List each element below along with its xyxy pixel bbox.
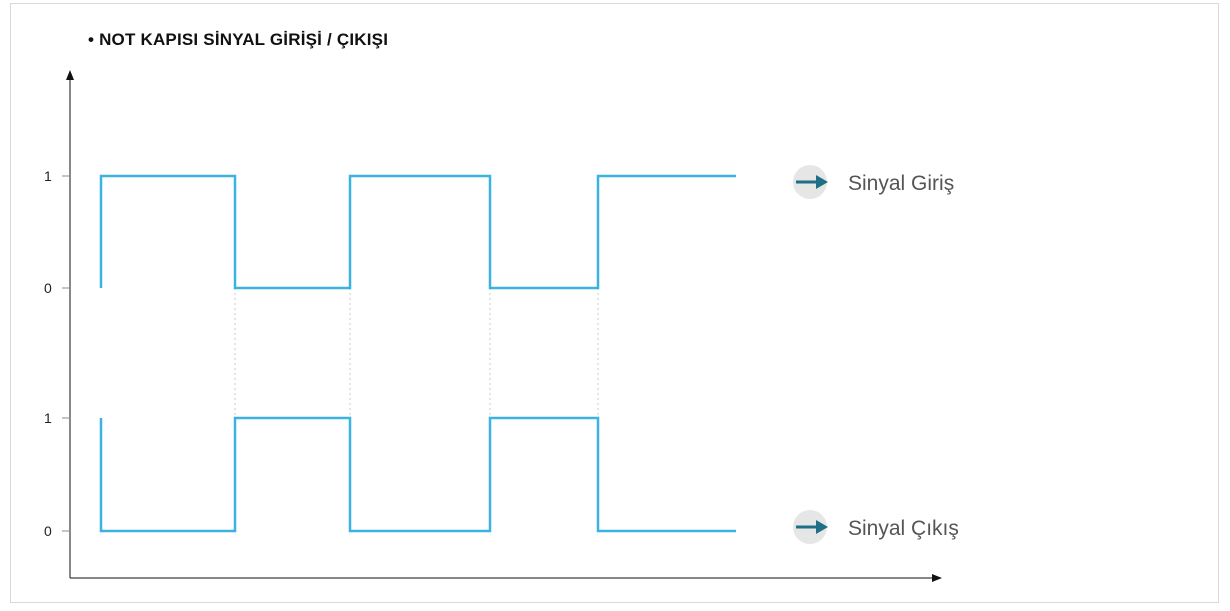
arrow-right-icon-head — [816, 175, 828, 189]
x-axis-arrow — [932, 574, 942, 582]
signal-output-wave — [99, 416, 736, 533]
y-axis-arrow — [66, 70, 74, 80]
transition-guides — [234, 288, 599, 418]
legend-label-output: Sinyal Çıkış — [848, 517, 959, 540]
ytick-label-out-1: 1 — [44, 410, 52, 426]
ytick-label-in-1: 1 — [44, 168, 52, 184]
ytick-label-in-0: 0 — [44, 280, 52, 296]
diagram-frame — [10, 3, 1219, 603]
diagram-title: • NOT KAPISI SİNYAL GİRİŞİ / ÇIKIŞI — [88, 30, 389, 49]
signal-input-wave — [99, 174, 736, 290]
ytick-label-out-0: 0 — [44, 523, 52, 539]
legend-label-input: Sinyal Giriş — [848, 172, 954, 195]
arrow-right-icon-head — [816, 520, 828, 534]
legend-input: Sinyal Giriş — [793, 165, 954, 199]
legend-output: Sinyal Çıkış — [793, 510, 959, 544]
signal-waveforms — [99, 174, 736, 533]
